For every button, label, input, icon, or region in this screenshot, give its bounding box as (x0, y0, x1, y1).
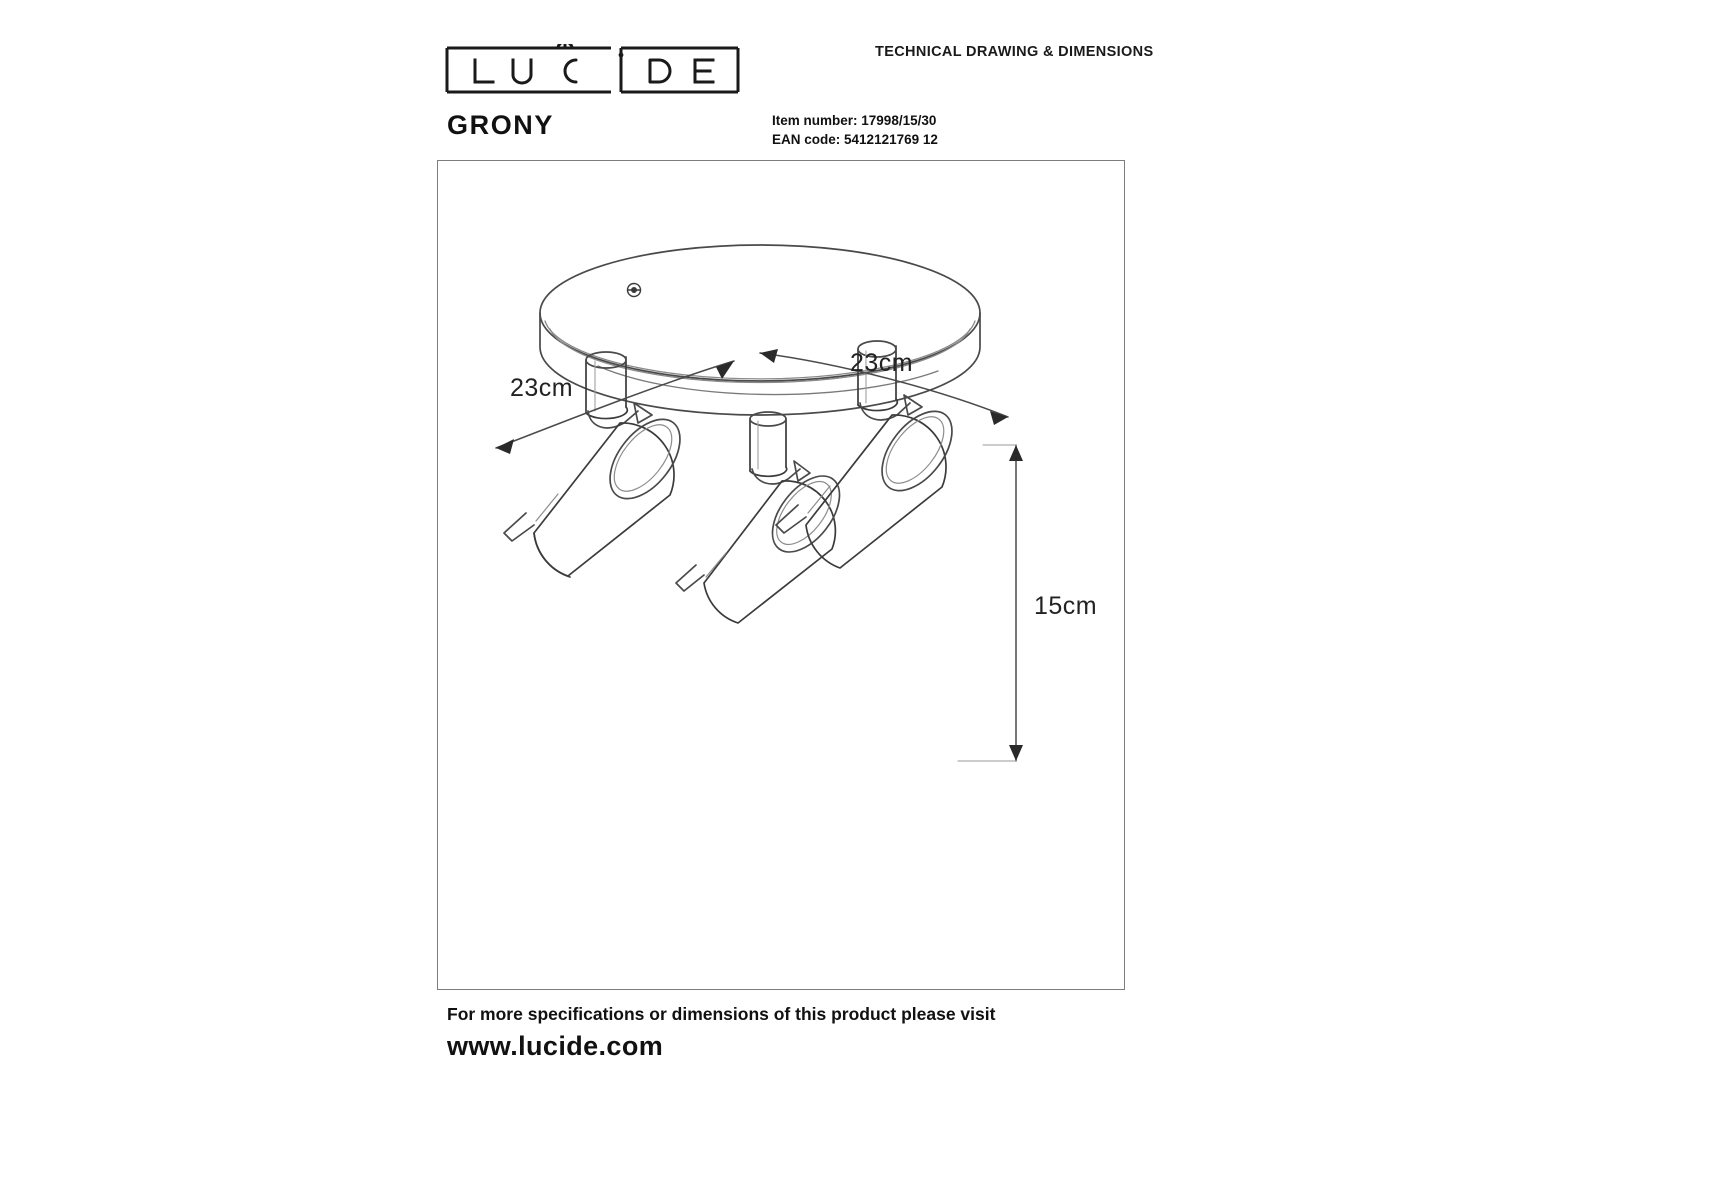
dimension-arrow-height (957, 444, 1023, 762)
footer-note: For more specifications or dimensions of… (447, 1004, 996, 1024)
ean-code-value: 5412121769 12 (844, 132, 938, 147)
item-number-label: Item number: (772, 113, 858, 128)
lucide-logo-svg (445, 44, 740, 94)
footer-website[interactable]: www.lucide.com (447, 1031, 664, 1061)
lucide-logo (445, 44, 740, 96)
item-number-line: Item number: 17998/15/30 (772, 111, 938, 130)
item-number-value: 17998/15/30 (861, 113, 937, 128)
technical-drawing-frame: 23cm 23cm 15cm (437, 160, 1125, 990)
dimension-label-right: 23cm (850, 349, 913, 377)
page-title: GRONY (447, 110, 555, 140)
spotlight-left (503, 351, 681, 578)
ceiling-plate-rim (544, 320, 976, 384)
dimension-arrow-right (759, 349, 1009, 425)
dimension-label-left: 23cm (510, 374, 573, 402)
ceiling-plate-top (539, 244, 981, 382)
ean-code-label: EAN code: (772, 132, 841, 147)
dimension-label-height: 15cm (1034, 592, 1097, 620)
ceiling-plate-side (539, 312, 981, 416)
header-kicker: TECHNICAL DRAWING & DIMENSIONS (875, 44, 1154, 60)
technical-drawing: 23cm 23cm 15cm (495, 244, 1097, 762)
spotlight-right (775, 340, 953, 569)
spotlight-middle (675, 411, 841, 624)
product-meta: Item number: 17998/15/30 EAN code: 54121… (772, 111, 938, 149)
ean-code-line: EAN code: 5412121769 12 (772, 130, 938, 149)
dimension-arrow-left (495, 360, 735, 454)
plate-screw-detail (626, 282, 642, 298)
